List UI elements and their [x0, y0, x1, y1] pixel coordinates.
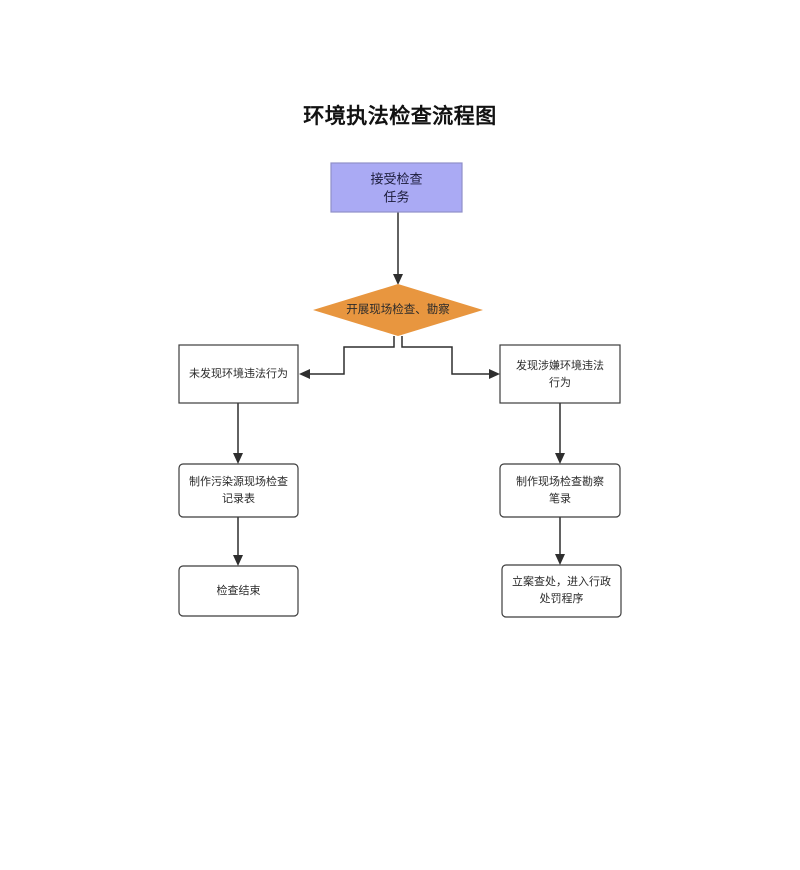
node-suspected-violation[interactable]: 发现涉嫌环境违法 行为: [499, 344, 621, 404]
node-survey-record-shape: [499, 463, 621, 518]
node-no-violation-label: 未发现环境违法行为: [189, 366, 288, 380]
node-decision-label: 开展现场检查、勘察: [346, 302, 450, 316]
edge-decision-to-suspected-violation: [401, 336, 500, 379]
node-pollution-record-label-line2: 记录表: [222, 491, 255, 505]
edge-no-violation-to-pollution-record: [233, 403, 243, 464]
node-no-violation-shape: [178, 344, 299, 404]
edge-suspected-to-survey-record: [555, 403, 565, 464]
edge-decision-to-no-violation: [299, 336, 395, 379]
node-penalty-procedure-shape: [501, 564, 622, 618]
node-pollution-record-shape: [178, 463, 299, 518]
node-no-violation[interactable]: 未发现环境违法行为: [178, 344, 299, 404]
node-decision-shape: [313, 284, 483, 336]
node-survey-record-label-line2: 笔录: [549, 491, 571, 505]
node-penalty-procedure-label-line2: 处罚程序: [540, 591, 584, 605]
node-decision[interactable]: 开展现场检查、勘察: [313, 284, 483, 336]
node-penalty-procedure-label-line1: 立案查处，进入行政: [512, 574, 611, 588]
node-start-shape: [330, 162, 463, 213]
node-pollution-record[interactable]: 制作污染源现场检查 记录表: [178, 463, 299, 518]
edge-pollution-record-to-end: [233, 517, 243, 566]
node-inspection-end-shape: [178, 565, 299, 617]
node-suspected-violation-shape: [499, 344, 621, 404]
node-penalty-procedure[interactable]: 立案查处，进入行政 处罚程序: [501, 564, 622, 618]
edge-survey-record-to-penalty: [555, 517, 565, 565]
node-pollution-record-label-line1: 制作污染源现场检查: [189, 474, 288, 488]
node-inspection-end-label: 检查结束: [217, 583, 261, 597]
node-suspected-violation-label-line2: 行为: [549, 376, 571, 389]
edge-start-to-decision: [393, 212, 403, 285]
node-inspection-end[interactable]: 检查结束: [178, 565, 299, 617]
node-survey-record-label-line1: 制作现场检查勘察: [516, 474, 604, 488]
node-start-label-line1: 接受检查: [370, 171, 422, 186]
node-survey-record[interactable]: 制作现场检查勘察 笔录: [499, 463, 621, 518]
node-start[interactable]: 接受检查 任务: [330, 162, 463, 213]
node-start-label-line2: 任务: [383, 189, 409, 204]
node-suspected-violation-label-line1: 发现涉嫌环境违法: [516, 358, 604, 372]
page-title: 环境执法检查流程图: [303, 105, 497, 128]
